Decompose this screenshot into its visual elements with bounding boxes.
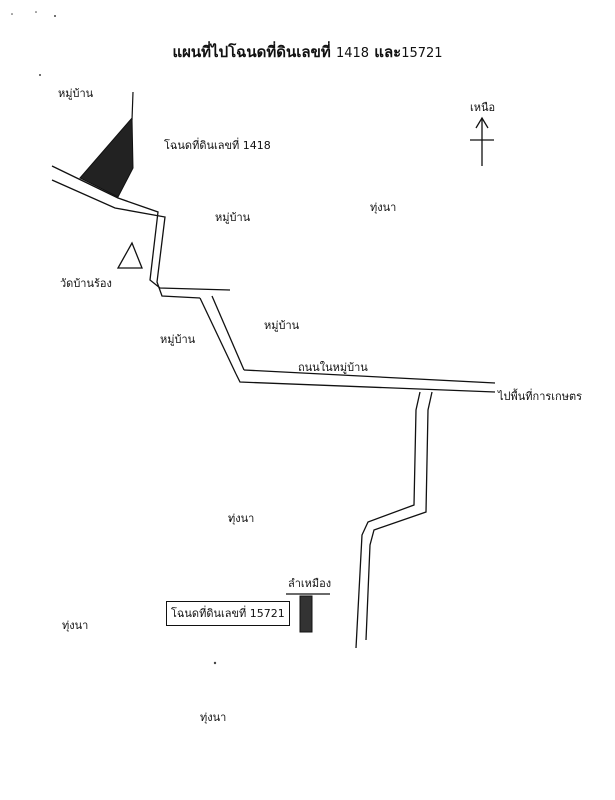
- label-paddy-center: ทุ่งนา: [228, 512, 255, 525]
- label-paddy-bottom-left: ทุ่งนา: [62, 619, 89, 632]
- label-temple: วัดบ้านร้อง: [60, 277, 112, 290]
- north-arrow-icon: [470, 116, 494, 166]
- label-paddy-top-right: ทุ่งนา: [370, 201, 397, 214]
- main-road: [51, 165, 496, 393]
- south-road: [355, 391, 433, 649]
- label-deed-1418: โฉนดที่ดินเลขที่ 1418: [164, 139, 271, 152]
- label-village-mid: หมู่บ้าน: [264, 319, 300, 332]
- scan-specks: [11, 11, 231, 665]
- label-village-center: หมู่บ้าน: [215, 211, 251, 224]
- label-village-left: หมู่บ้าน: [160, 333, 196, 346]
- title-conjunction: และ: [374, 43, 402, 61]
- label-to-farmland: ไปพื้นที่การเกษตร: [498, 390, 583, 403]
- top-left-lane: [131, 91, 134, 121]
- title-number-1: 1418: [335, 46, 370, 61]
- map-title: แผนที่ไปโฉนดที่ดินเลขที่ 1418 และ15721: [0, 40, 615, 64]
- title-number-2: 15721: [401, 46, 443, 61]
- north-label: เหนือ: [470, 101, 496, 114]
- parcel-15721-shape: [299, 595, 313, 633]
- label-paddy-bottom: ทุ่งนา: [200, 711, 227, 724]
- label-ditch: ลำเหมือง: [288, 577, 332, 590]
- title-prefix: แผนที่ไปโฉนดที่ดินเลขที่: [172, 43, 331, 61]
- label-village-road: ถนนในหมู่บ้าน: [298, 361, 368, 374]
- label-village-top-left: หมู่บ้าน: [58, 87, 94, 100]
- parcel-1418-shape: [79, 116, 134, 198]
- temple-triangle-icon: [116, 241, 143, 269]
- label-deed-15721: โฉนดที่ดินเลขที่ 15721: [166, 601, 290, 626]
